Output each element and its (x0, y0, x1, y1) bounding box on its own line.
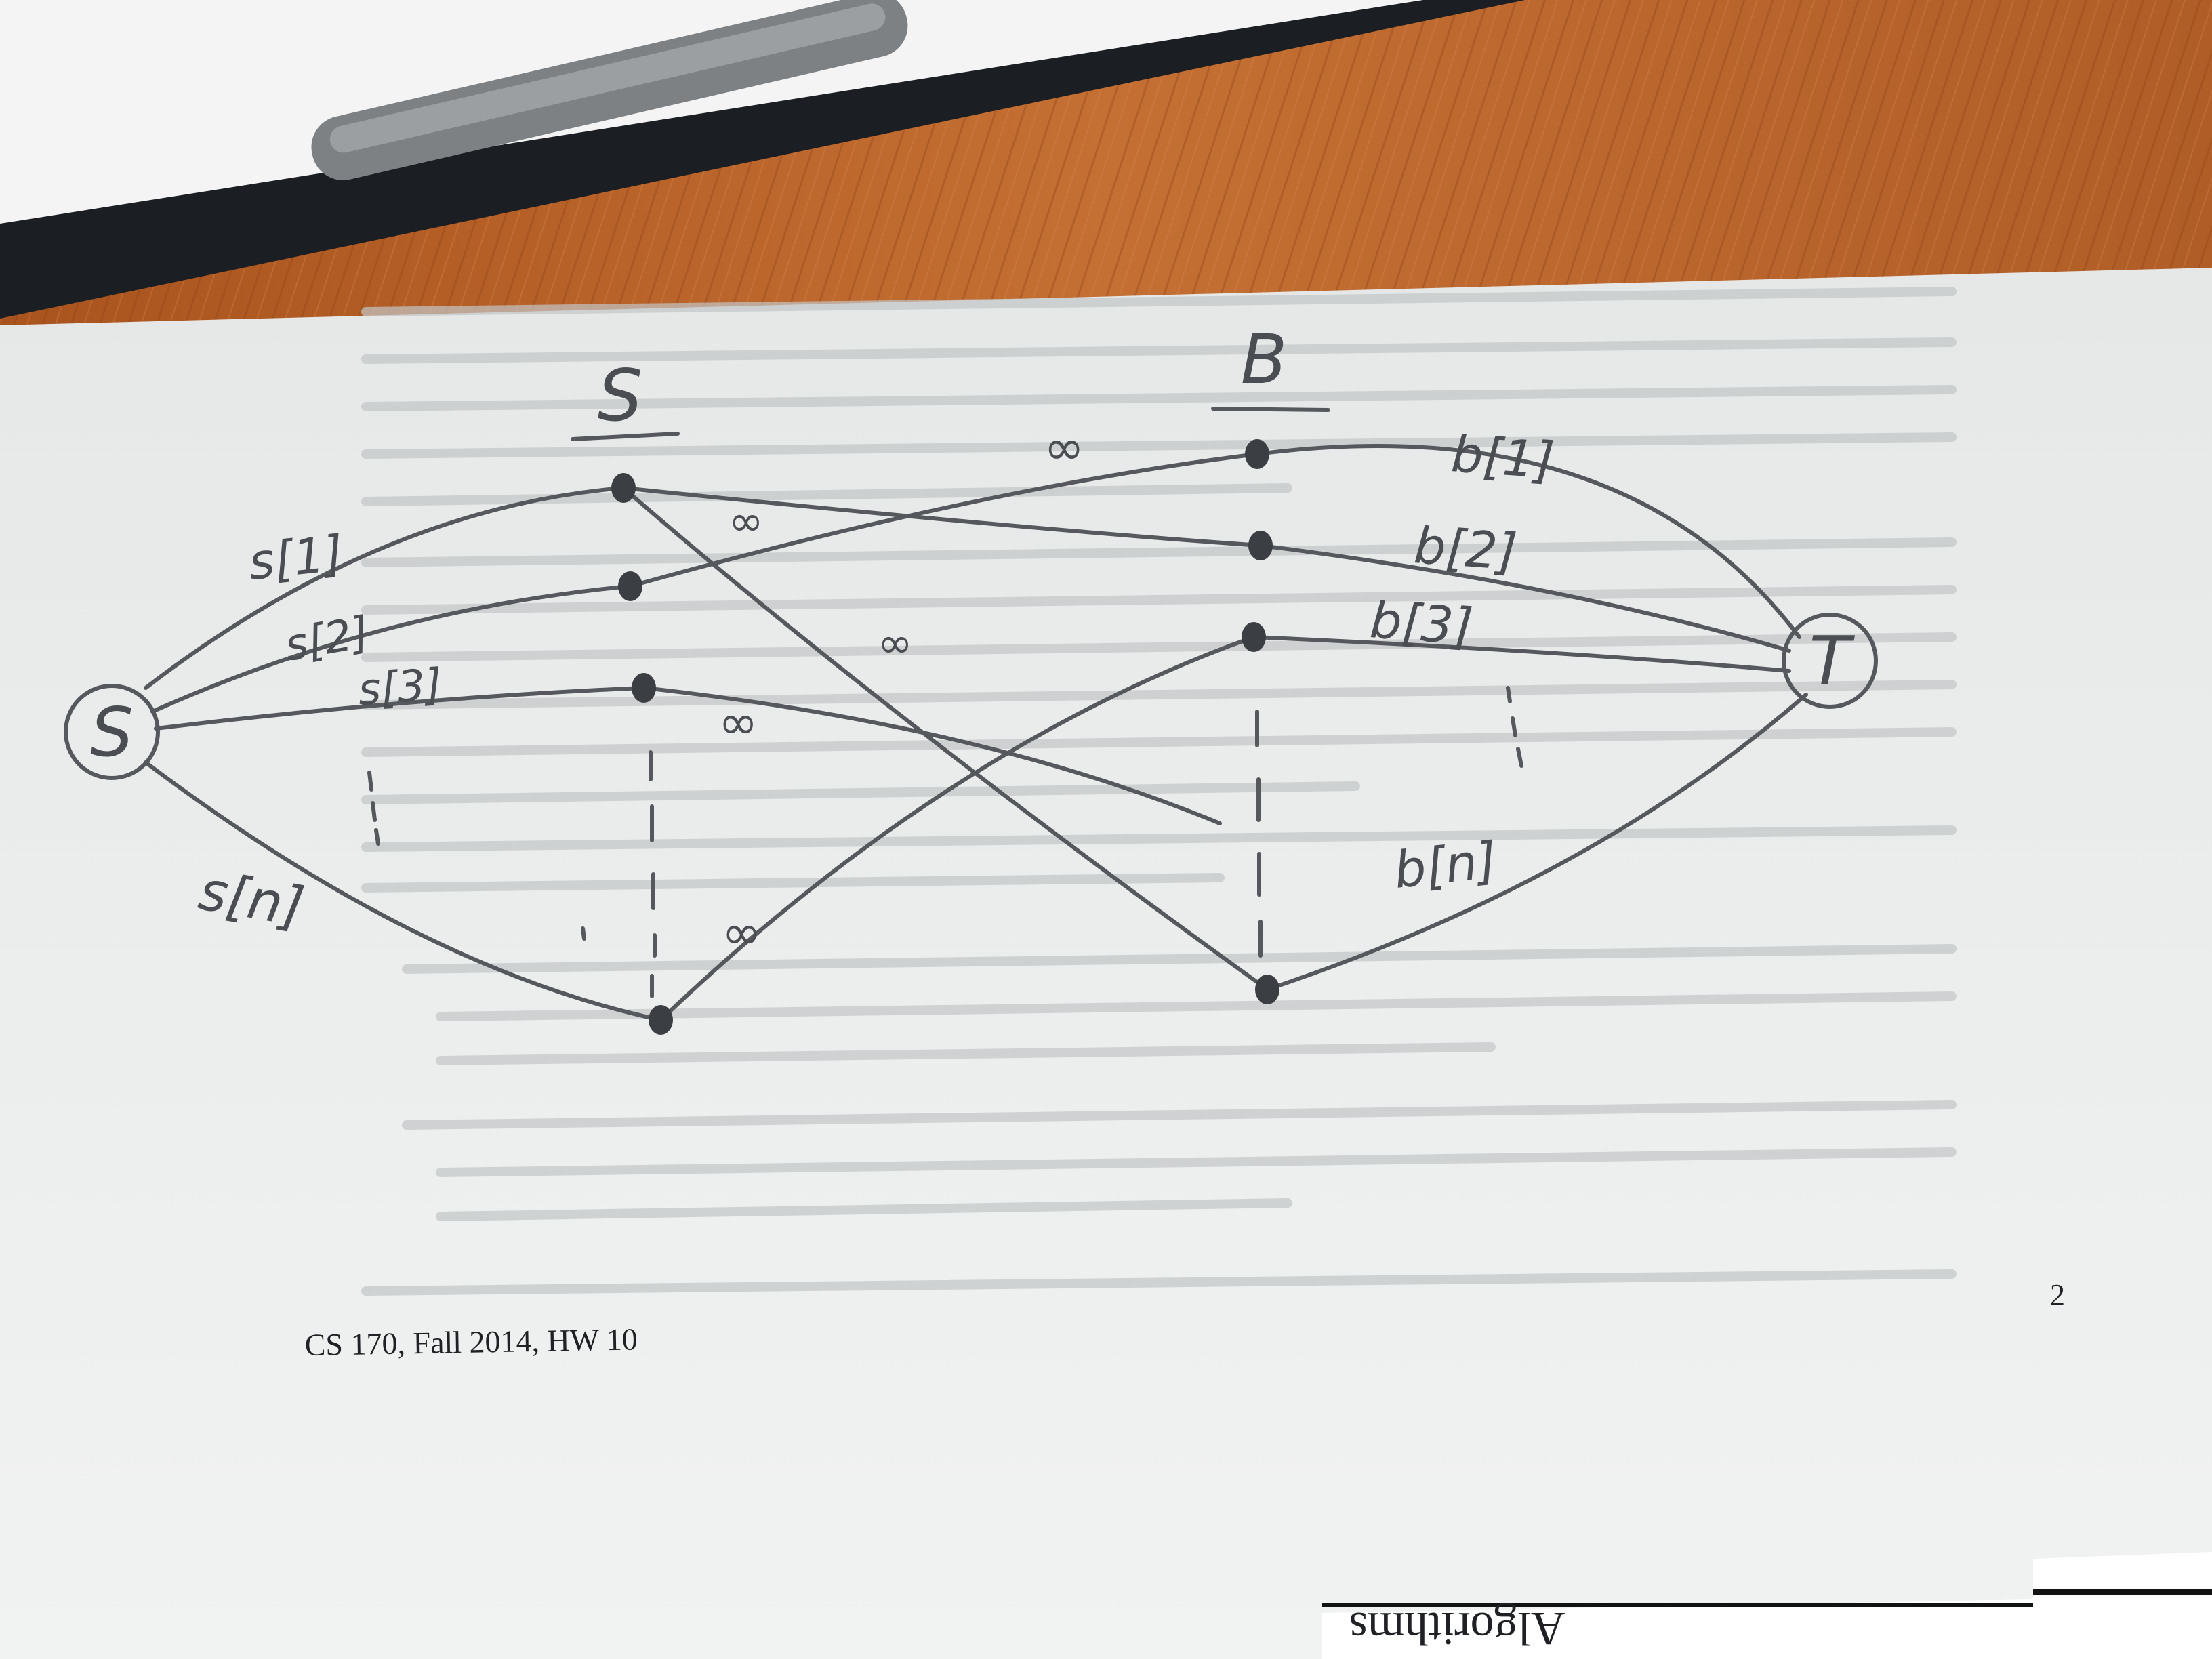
edge-sink-b1 (1255, 444, 1801, 639)
graph-nodes (611, 439, 1279, 1035)
edge-sink-bn (1265, 693, 1808, 991)
label-b1: b[1] (1450, 425, 1556, 490)
ellipsis-marks (367, 686, 1523, 998)
inf-label-1: ∞ (1044, 419, 1084, 476)
node-sn (649, 1005, 673, 1035)
edge-sink-b2 (1258, 544, 1791, 653)
node-b3 (1242, 622, 1266, 652)
footer-text: CS 170, Fall 2014, HW 10 (304, 1322, 638, 1362)
right-column-label: B (1241, 320, 1288, 399)
label-s3: s[3] (356, 659, 444, 715)
node-b2 (1248, 531, 1273, 560)
faint-printed-text (361, 287, 1957, 1296)
capacity-labels: ∞ ∞ ∞ ∞ ∞ (718, 419, 1084, 960)
node-bn (1255, 975, 1279, 1004)
node-s1 (611, 473, 636, 503)
label-b2: b[2] (1412, 516, 1519, 581)
book-underneath: Algorithms (1322, 1552, 2212, 1659)
edge-mid-3 (628, 452, 1259, 588)
inf-label-2: ∞ (729, 496, 764, 546)
page-number: 2 (2050, 1278, 2065, 1311)
edge-source-s3 (154, 686, 646, 731)
left-column-label: S (598, 354, 643, 437)
edge-mid-1 (621, 486, 1263, 548)
node-s2 (618, 571, 642, 601)
edge-sink-b3 (1252, 635, 1791, 673)
column-headers: S B (571, 320, 1330, 441)
edge-source-s1 (144, 486, 626, 690)
source-node: S (64, 684, 160, 780)
source-label: S (90, 693, 133, 772)
edge-mid-2 (621, 486, 1269, 991)
under-page-text: Algorithms (1349, 1602, 1565, 1654)
edge-source-s2 (150, 584, 632, 714)
sink-node: T (1782, 613, 1878, 709)
laptop-edge (0, 0, 1525, 319)
edge-mid-4 (642, 686, 1222, 825)
label-bn: b[n] (1391, 832, 1500, 900)
sink-edge-labels: b[1] b[2] b[3] b[n] (1368, 425, 1556, 900)
inf-label-3: ∞ (878, 618, 913, 668)
source-edge-labels: s[1] s[2] s[3] s[n] (194, 525, 444, 939)
inf-label-5: ∞ (722, 905, 761, 960)
node-b1 (1245, 439, 1269, 469)
label-s1: s[1] (246, 525, 346, 591)
inf-label-4: ∞ (718, 695, 758, 750)
edge-mid-5 (659, 635, 1256, 1022)
sink-label: T (1809, 621, 1855, 701)
label-b3: b[3] (1368, 591, 1475, 656)
node-s3 (632, 673, 656, 703)
graph-edges (144, 444, 1808, 1022)
edge-source-sn (144, 760, 663, 1022)
